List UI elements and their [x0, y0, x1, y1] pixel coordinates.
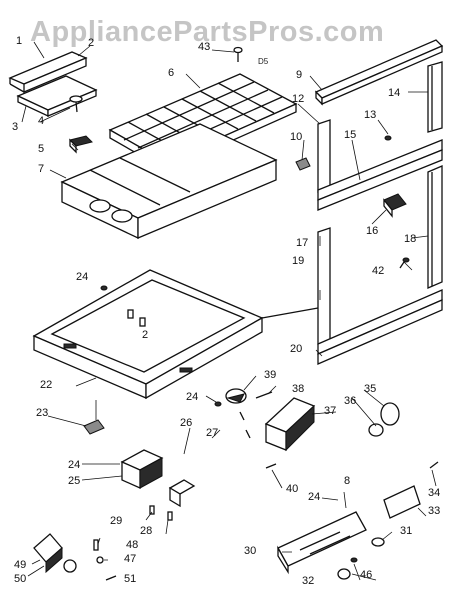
callout-10: 10 [290, 131, 302, 143]
part-24-screw-b [214, 401, 222, 407]
callout-34: 34 [428, 487, 440, 499]
callout-28: 28 [140, 525, 152, 537]
callout-42: 42 [372, 265, 384, 277]
part-49-light-housing [33, 533, 63, 574]
callout-38: 38 [292, 383, 304, 395]
callout-24b: 24 [186, 391, 198, 403]
part-39-damper [225, 388, 247, 404]
callout-22: 22 [40, 379, 52, 391]
part-35-knob [380, 402, 400, 426]
callout-46: 46 [360, 569, 372, 581]
part-18-gasket [427, 165, 443, 289]
part-47-48-51-small [93, 539, 117, 581]
part-31-fitting [371, 537, 385, 547]
part-36-knob [368, 423, 384, 437]
callout-5: 5 [38, 143, 44, 155]
callout-2a: 2 [88, 37, 94, 49]
callout-31: 31 [400, 525, 412, 537]
callout-20: 20 [290, 343, 302, 355]
callout-30: 30 [244, 545, 256, 557]
part-5-block [69, 135, 93, 154]
part-24-screw-a [100, 285, 108, 291]
callout-18: 18 [404, 233, 416, 245]
part-10-clip [295, 157, 311, 171]
part-20-gasket [317, 289, 443, 365]
callout-15: 15 [344, 129, 356, 141]
part-13-screw [384, 135, 392, 141]
part-2-pins [127, 309, 146, 327]
callout-40: 40 [286, 483, 298, 495]
callout-37: 37 [324, 405, 336, 417]
callout-16: 16 [366, 225, 378, 237]
callout-19: 19 [292, 255, 304, 267]
part-50-socket [63, 559, 77, 573]
callout-24a: 24 [76, 271, 88, 283]
part-26-bracket [168, 479, 196, 508]
part-15-divider [317, 139, 443, 211]
callout-51: 51 [124, 573, 136, 585]
callout-47: 47 [124, 553, 136, 565]
callout-25: 25 [68, 475, 80, 487]
part-40-screw [265, 463, 277, 469]
callout-33: 33 [428, 505, 440, 517]
part-23-clip [83, 400, 105, 435]
part-3-strip [16, 75, 98, 118]
callout-labels: 1 2 3 4 5 7 43 6 9 14 12 13 10 15 16 17 … [12, 35, 440, 587]
callout-6: 6 [168, 67, 174, 79]
callout-9: 9 [296, 69, 302, 81]
part-4-screw [69, 95, 83, 113]
callout-36: 36 [344, 395, 356, 407]
callout-24d: 24 [308, 491, 320, 503]
part-42-screw [399, 257, 410, 269]
watermark: AppliancePartsPros.com [30, 16, 385, 48]
callout-12: 12 [292, 93, 304, 105]
part-16-bracket [383, 193, 407, 218]
callout-29: 29 [110, 515, 122, 527]
part-12-gasket [317, 119, 331, 193]
part-22-panel [32, 269, 319, 400]
part-14-gasket [427, 61, 443, 133]
part-43-screw [233, 46, 243, 62]
part-7-tray [60, 123, 278, 240]
callout-2b: 2 [142, 329, 148, 341]
leader-lines [21, 41, 437, 581]
callout-17: 17 [296, 237, 308, 249]
diagram-code: D5 [258, 57, 269, 66]
part-28-29-screws [149, 505, 173, 521]
callout-39: 39 [264, 369, 276, 381]
part-27-screws [239, 411, 251, 439]
callout-35: 35 [364, 383, 376, 395]
callout-26: 26 [180, 417, 192, 429]
part-9-gasket [314, 39, 444, 106]
callout-43: 43 [198, 41, 210, 53]
callout-7: 7 [38, 163, 44, 175]
callout-32: 32 [302, 575, 314, 587]
callout-1: 1 [16, 35, 22, 47]
callout-50: 50 [14, 573, 26, 585]
callout-8: 8 [344, 475, 350, 487]
callout-13: 13 [364, 109, 376, 121]
callout-3: 3 [12, 121, 18, 133]
callout-4: 4 [38, 115, 44, 127]
callout-48: 48 [126, 539, 138, 551]
callout-49: 49 [14, 559, 26, 571]
part-1-trim-strip [8, 51, 88, 93]
callout-24c: 24 [68, 459, 80, 471]
callout-27: 27 [206, 427, 218, 439]
part-32-nut [337, 568, 351, 580]
callout-23: 23 [36, 407, 48, 419]
callout-14: 14 [388, 87, 400, 99]
part-46-screw [350, 557, 358, 563]
part-25-thermostat [120, 449, 164, 490]
part-37-housing [264, 397, 316, 452]
part-33-cover [383, 485, 421, 519]
part-30-control-box [277, 511, 367, 575]
part-34-screw [429, 461, 439, 469]
